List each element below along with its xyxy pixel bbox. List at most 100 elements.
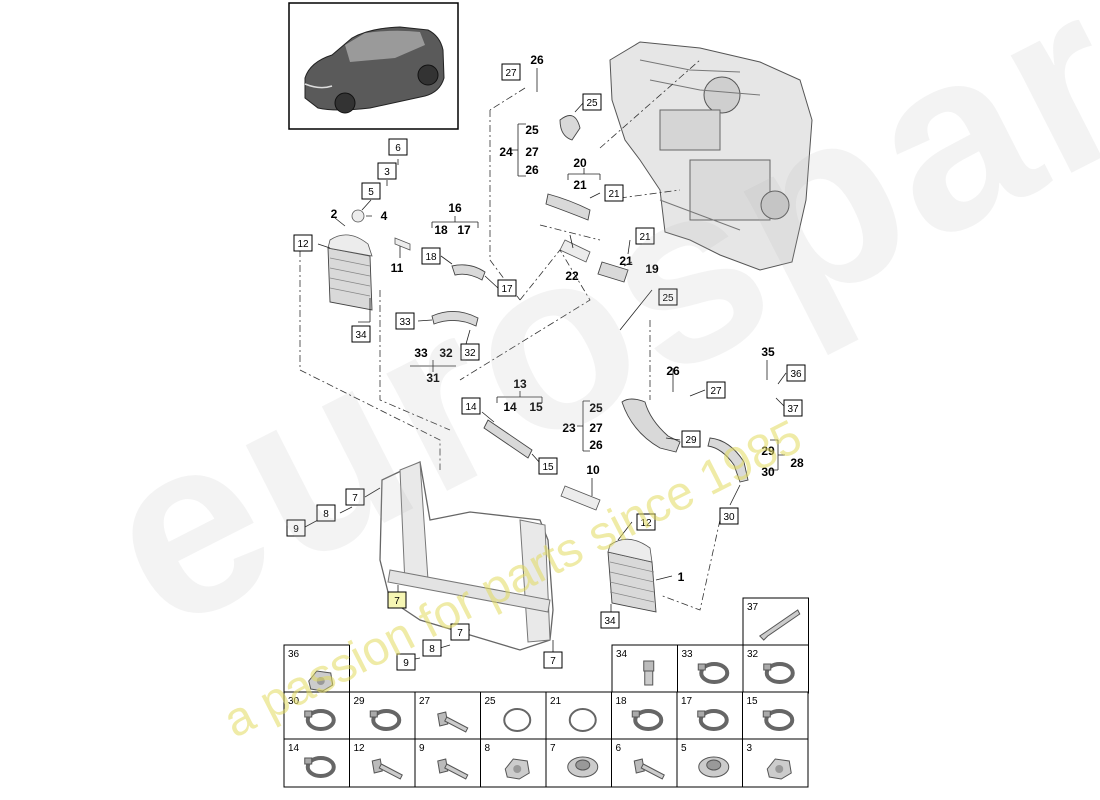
callout-box xyxy=(293,234,313,252)
engine-block xyxy=(609,41,813,271)
callout-box xyxy=(786,364,806,382)
parts-table-cell: 37 xyxy=(742,597,809,647)
callout-text: 23 xyxy=(562,421,576,435)
callout-9: 9 xyxy=(396,653,416,671)
callout-16: 16 xyxy=(448,201,462,215)
callout-box xyxy=(543,651,563,669)
callout-box xyxy=(706,381,726,399)
callout-12: 12 xyxy=(293,234,313,252)
callout-text: 28 xyxy=(790,456,804,470)
callout-4: 4 xyxy=(381,209,388,223)
parts-table-cell-number: 27 xyxy=(419,696,431,707)
callout-text: 24 xyxy=(499,145,513,159)
part-icon xyxy=(371,758,403,780)
callout-27: 27 xyxy=(589,421,603,435)
parts-table-cell-number: 32 xyxy=(747,649,759,660)
callout-box xyxy=(422,639,442,657)
callout-25: 25 xyxy=(589,401,603,415)
part-icon xyxy=(766,758,792,780)
callout-text: 14 xyxy=(503,400,517,414)
callout-25: 25 xyxy=(582,93,602,111)
callout-box xyxy=(582,93,602,111)
part-icon xyxy=(697,662,730,684)
callout-box xyxy=(377,162,397,180)
callout-6: 6 xyxy=(388,138,408,156)
callout-text: 6 xyxy=(395,143,401,154)
part-icon xyxy=(643,660,655,686)
callout-text: 31 xyxy=(426,371,440,385)
callout-8: 8 xyxy=(316,504,336,522)
callout-27: 27 xyxy=(706,381,726,399)
parts-table-cell-number: 17 xyxy=(681,696,693,707)
callout-text: 10 xyxy=(586,463,600,477)
callout-25: 25 xyxy=(525,123,539,137)
callout-text: 30 xyxy=(723,512,735,523)
callout-31: 31 xyxy=(426,371,440,385)
callout-text: 7 xyxy=(457,628,463,639)
parts-table-cell-number: 18 xyxy=(616,696,628,707)
parts-table-cell-number: 3 xyxy=(747,743,753,754)
callout-14: 14 xyxy=(461,397,481,415)
callout-37: 37 xyxy=(783,399,803,417)
parts-table-cell: 9 xyxy=(414,738,481,788)
callout-22: 22 xyxy=(565,269,579,283)
parts-table-cell: 17 xyxy=(676,691,743,741)
parts-table-cell-number: 33 xyxy=(682,649,694,660)
callout-text: 21 xyxy=(573,178,587,192)
parts-table-cell: 7 xyxy=(545,738,612,788)
callout-12: 12 xyxy=(636,513,656,531)
callout-17: 17 xyxy=(457,223,471,237)
callout-text: 34 xyxy=(355,330,367,341)
callout-text: 7 xyxy=(550,656,556,667)
callout-text: 27 xyxy=(589,421,603,435)
callout-23: 23 xyxy=(562,421,576,435)
front-carrier-frame xyxy=(379,461,554,651)
callout-18: 18 xyxy=(434,223,448,237)
part-icon xyxy=(369,709,402,731)
callout-text: 25 xyxy=(525,123,539,137)
callout-2: 2 xyxy=(331,207,338,221)
callout-text: 18 xyxy=(425,252,437,263)
callout-3: 3 xyxy=(377,162,397,180)
callout-text: 16 xyxy=(448,201,462,215)
callout-13: 13 xyxy=(513,377,527,391)
callout-30: 30 xyxy=(761,465,775,479)
callout-text: 8 xyxy=(323,509,329,520)
callout-box xyxy=(421,247,441,265)
part-icon xyxy=(762,709,795,731)
parts-table-cell-number: 34 xyxy=(616,649,628,660)
callout-9: 9 xyxy=(286,519,306,537)
parts-table-cell-number: 37 xyxy=(747,602,759,613)
callout-text: 26 xyxy=(525,163,539,177)
parts-table-cell-number: 30 xyxy=(288,696,300,707)
callout-5: 5 xyxy=(361,182,381,200)
part-icon xyxy=(304,756,336,778)
part-icon xyxy=(763,662,795,684)
callout-29: 29 xyxy=(761,444,775,458)
part-icon xyxy=(304,709,336,731)
part-icon xyxy=(633,758,665,780)
callout-box xyxy=(316,504,336,522)
callout-text: 7 xyxy=(352,493,358,504)
callout-text: 26 xyxy=(530,53,544,67)
callout-text: 29 xyxy=(685,435,697,446)
callout-33: 33 xyxy=(395,312,415,330)
callout-text: 25 xyxy=(589,401,603,415)
callout-box xyxy=(501,63,521,81)
callout-box xyxy=(351,325,371,343)
callout-32: 32 xyxy=(439,346,453,360)
callout-text: 18 xyxy=(434,223,448,237)
callout-box xyxy=(636,513,656,531)
part-icon xyxy=(697,709,729,731)
callout-30: 30 xyxy=(719,507,739,525)
vehicle-thumbnail xyxy=(288,2,459,130)
callout-15: 15 xyxy=(538,457,558,475)
callout-21: 21 xyxy=(604,184,624,202)
callout-text: 8 xyxy=(429,644,435,655)
parts-table-cell-number: 12 xyxy=(354,743,366,754)
parts-table-cell: 18 xyxy=(611,691,678,741)
parts-table-cell-number: 15 xyxy=(747,696,759,707)
callout-box xyxy=(538,457,558,475)
callout-11: 11 xyxy=(391,261,404,275)
